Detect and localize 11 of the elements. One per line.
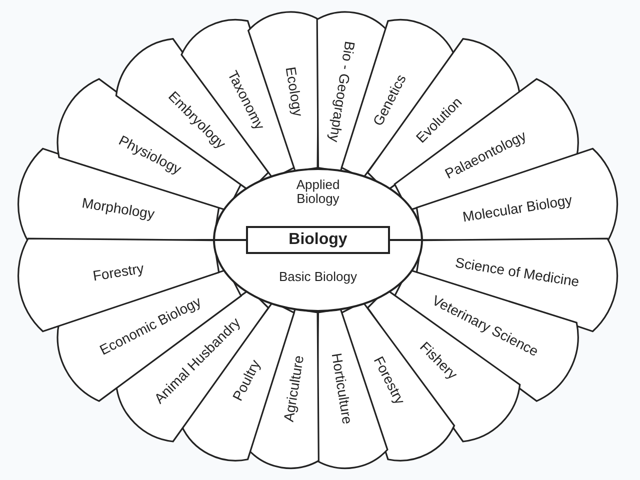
petal-label: Morphology — [81, 195, 156, 222]
petal-label: Bio - Geography — [326, 40, 357, 143]
petal-label: Ecology — [283, 66, 306, 118]
petal-label: Agriculture — [282, 354, 307, 423]
petal-label: Horticulture — [328, 352, 354, 425]
petal-label: Molecular Biology — [462, 192, 574, 224]
center-label: Applied Biology — [296, 177, 340, 206]
center-label: Basic Biology — [278, 269, 358, 284]
petal-label: Science of Medicine — [454, 254, 580, 289]
petal-label: Forestry — [92, 260, 146, 283]
title-box: Biology — [246, 226, 390, 254]
